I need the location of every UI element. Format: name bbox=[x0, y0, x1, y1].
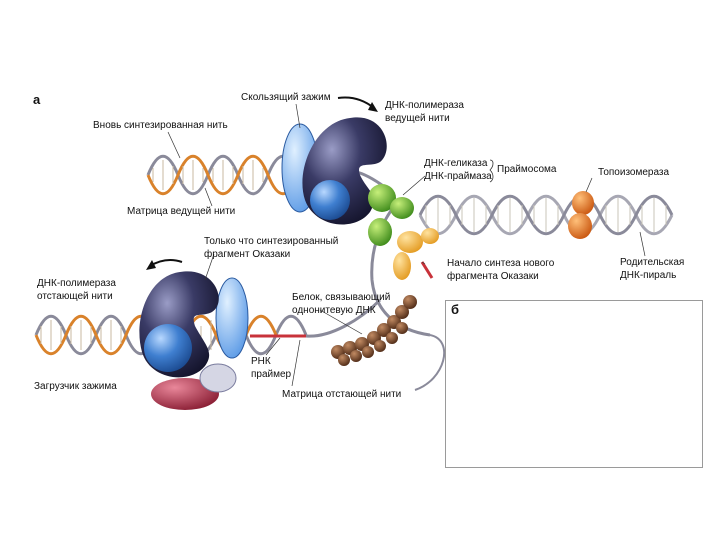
label-ssb-1: Белок, связывающий bbox=[292, 292, 391, 303]
label-rna-primer-1: РНК bbox=[251, 356, 271, 367]
label-sliding-clamp: Скользящий зажим bbox=[241, 92, 331, 103]
clamp-arrowhead bbox=[368, 102, 378, 112]
label-dna-polymerase-leading-1: ДНК-полимераза bbox=[385, 100, 464, 111]
label-leading-template: Матрица ведущей нити bbox=[127, 206, 236, 217]
leader-lines bbox=[167, 103, 646, 387]
label-rna-primer-2: праймер bbox=[251, 369, 292, 380]
label-parental-dna-1: Родительская bbox=[620, 257, 685, 268]
ssb-proteins bbox=[331, 295, 417, 366]
label-okazaki-start-2: фрагмента Оказаки bbox=[447, 271, 539, 282]
clamp-motion-arrow bbox=[337, 96, 375, 109]
lagging-motion-arrow bbox=[149, 258, 183, 267]
label-primase: ДНК-праймаза bbox=[424, 171, 492, 182]
parental-dna-helix bbox=[418, 194, 674, 236]
label-new-strand: Вновь синтезированная нить bbox=[93, 120, 228, 131]
label-okazaki-start-1: Начало синтеза нового bbox=[447, 258, 555, 269]
label-dna-polymerase-lagging-2: отстающей нити bbox=[37, 291, 113, 302]
label-clamp-loader: Загрузчик зажима bbox=[34, 381, 117, 392]
label-dna-polymerase-lagging-1: ДНК-полимераза bbox=[37, 278, 116, 289]
lagging-arrowhead bbox=[146, 260, 156, 270]
panel-b-letter: б bbox=[451, 302, 460, 317]
label-primosome: Праймосома bbox=[497, 164, 557, 175]
label-lagging-template: Матрица отстающей нити bbox=[282, 389, 402, 400]
label-topoisomerase: Топоизомераза bbox=[598, 167, 670, 178]
dna-helicase bbox=[368, 184, 414, 246]
inset-panel-b bbox=[445, 300, 703, 468]
sliding-clamp-lagging bbox=[215, 277, 249, 359]
clamp-loader bbox=[151, 363, 237, 410]
dna-primase bbox=[393, 228, 439, 280]
new-primer bbox=[420, 261, 434, 279]
primosome-bracket bbox=[489, 159, 494, 183]
label-parental-dna-2: ДНК-пираль bbox=[620, 270, 677, 281]
panel-a-letter: а bbox=[33, 92, 41, 107]
topoisomerase-enzyme bbox=[568, 191, 594, 239]
label-okazaki-new-2: фрагмент Оказаки bbox=[204, 249, 291, 260]
label-okazaki-new-1: Только что синтезированный bbox=[204, 236, 339, 247]
label-ssb-2: однонитевую ДНК bbox=[292, 305, 376, 316]
label-helicase: ДНК-геликаза bbox=[424, 158, 488, 169]
label-dna-polymerase-leading-2: ведущей нити bbox=[385, 113, 450, 124]
dna-polymerase-lagging bbox=[139, 271, 219, 378]
dna-polymerase-leading bbox=[302, 117, 387, 225]
